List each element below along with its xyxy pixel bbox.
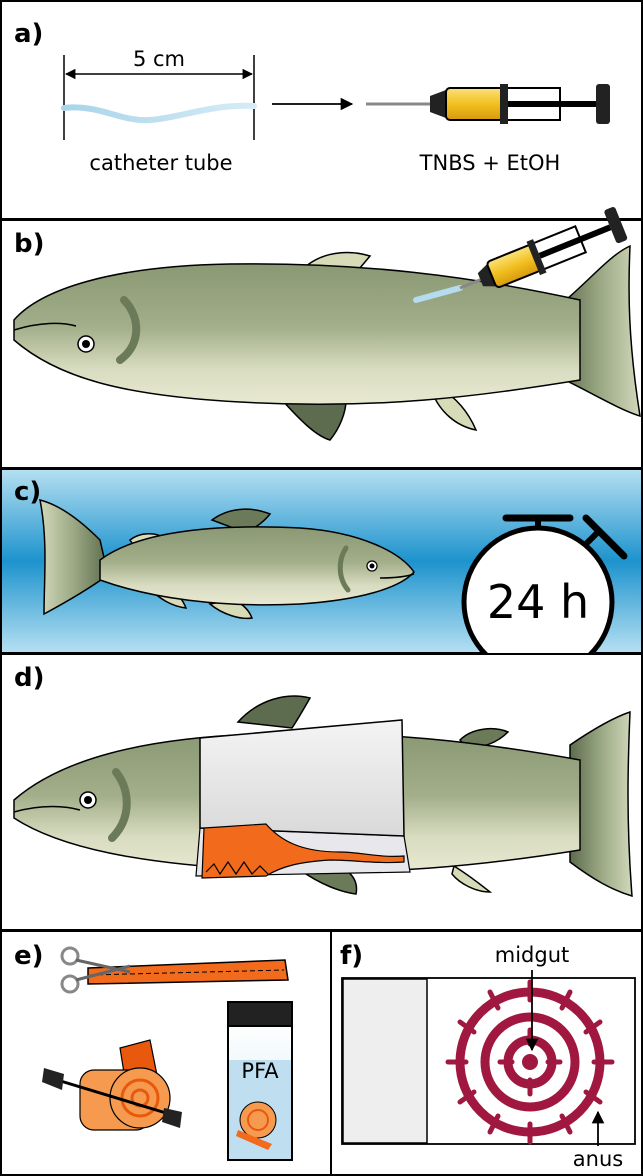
cassette-label-area — [343, 979, 427, 1143]
panel-c: c) 24 h — [1, 469, 642, 676]
panel-e: e) PFA — [1, 931, 331, 1175]
panel-a: a) 5 cm catheter tube TNBS + EtOH — [1, 1, 642, 219]
panel-f-tag: f) — [340, 941, 363, 971]
panel-b-tag: b) — [14, 229, 45, 259]
panel-b: b) — [1, 206, 642, 468]
length-label: 5 cm — [133, 47, 185, 71]
syringe-label: TNBS + EtOH — [419, 151, 561, 175]
midgut-label: midgut — [495, 943, 570, 967]
panel-e-tag: e) — [14, 941, 44, 971]
skin-flap — [200, 720, 404, 836]
panel-d: d) — [1, 654, 642, 930]
panel-f: f) — [331, 931, 642, 1175]
panel-a-tag: a) — [14, 19, 43, 49]
vial-label: PFA — [241, 1059, 279, 1083]
timer-label: 24 h — [487, 575, 589, 629]
tube-label: catheter tube — [89, 151, 232, 175]
panel-c-tag: c) — [14, 477, 41, 507]
anus-label: anus — [573, 1147, 623, 1171]
panel-d-tag: d) — [14, 663, 45, 693]
